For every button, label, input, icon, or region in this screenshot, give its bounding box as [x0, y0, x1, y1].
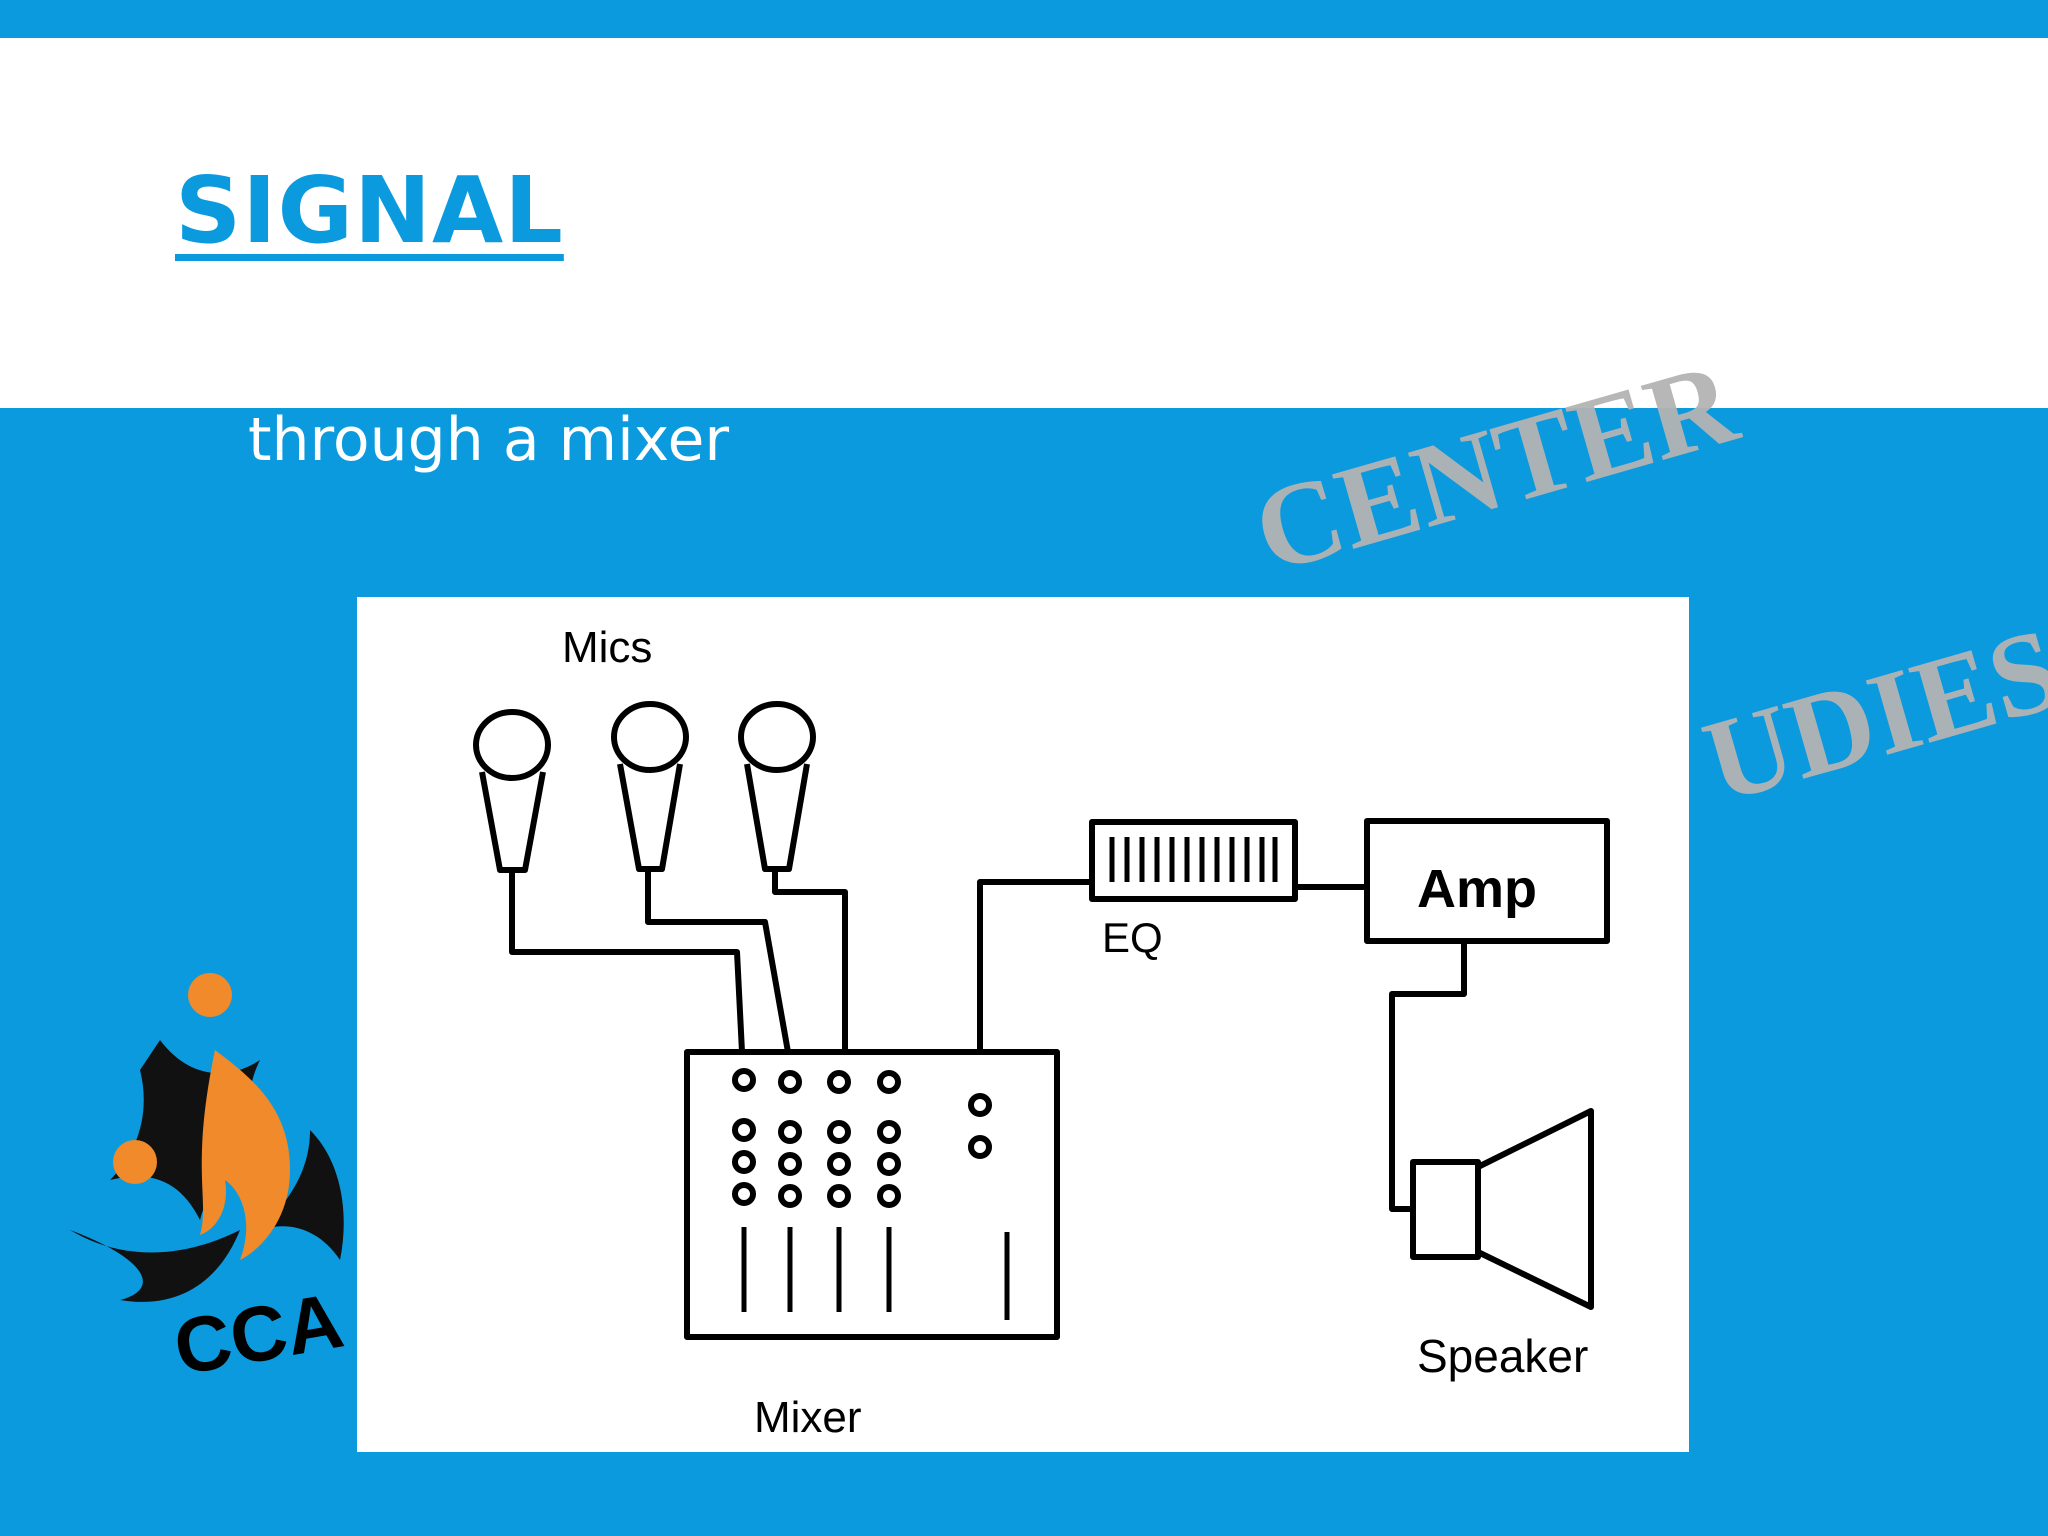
- eq-label: EQ: [1102, 914, 1163, 961]
- logo: CCA: [70, 973, 350, 1392]
- mixer-faders: [741, 1227, 1010, 1320]
- mic-3: [738, 701, 816, 872]
- logo-flame: [200, 1050, 290, 1260]
- mixer-label: Mixer: [754, 1393, 862, 1442]
- signal-flow-diagram: Mics EQ Amp Mixer Speaker: [357, 597, 1689, 1452]
- speaker-label: Speaker: [1417, 1330, 1588, 1382]
- eq-sliders: [1109, 837, 1278, 882]
- amp-to-speaker-cable: [1389, 941, 1467, 1212]
- mixer-box: [684, 1049, 1060, 1340]
- eq-box: [1089, 819, 1298, 902]
- logo-leaf-2: [70, 1230, 240, 1302]
- top-bar: [0, 0, 2048, 38]
- mic-3-cable: [772, 869, 848, 1052]
- mic-2-cable: [645, 869, 791, 1053]
- logo-dot-2: [113, 1140, 157, 1184]
- speaker-cone: [1475, 1108, 1594, 1310]
- amp-label: Amp: [1417, 859, 1537, 919]
- mics-label: Mics: [562, 623, 652, 672]
- diagram-svg: Mics EQ Amp Mixer Speaker: [473, 623, 1610, 1442]
- logo-dot: [188, 973, 232, 1017]
- mic-2: [611, 701, 689, 872]
- watermark-text-2: UDIES: [1690, 602, 2048, 828]
- title-band: [0, 38, 2048, 408]
- mixer-knobs: [732, 1068, 992, 1208]
- amp-box: [1364, 818, 1610, 944]
- logo-leaf-3: [260, 1130, 344, 1260]
- speaker-driver: [1410, 1159, 1481, 1260]
- slide-title: SIGNAL: [175, 157, 564, 264]
- logo-text: CCA: [168, 1276, 350, 1392]
- mixer-to-eq-cable: [977, 879, 1092, 1052]
- slide-subtitle: through a mixer: [248, 405, 730, 475]
- mic-1: [473, 709, 551, 873]
- mic-1-cable: [509, 870, 745, 1053]
